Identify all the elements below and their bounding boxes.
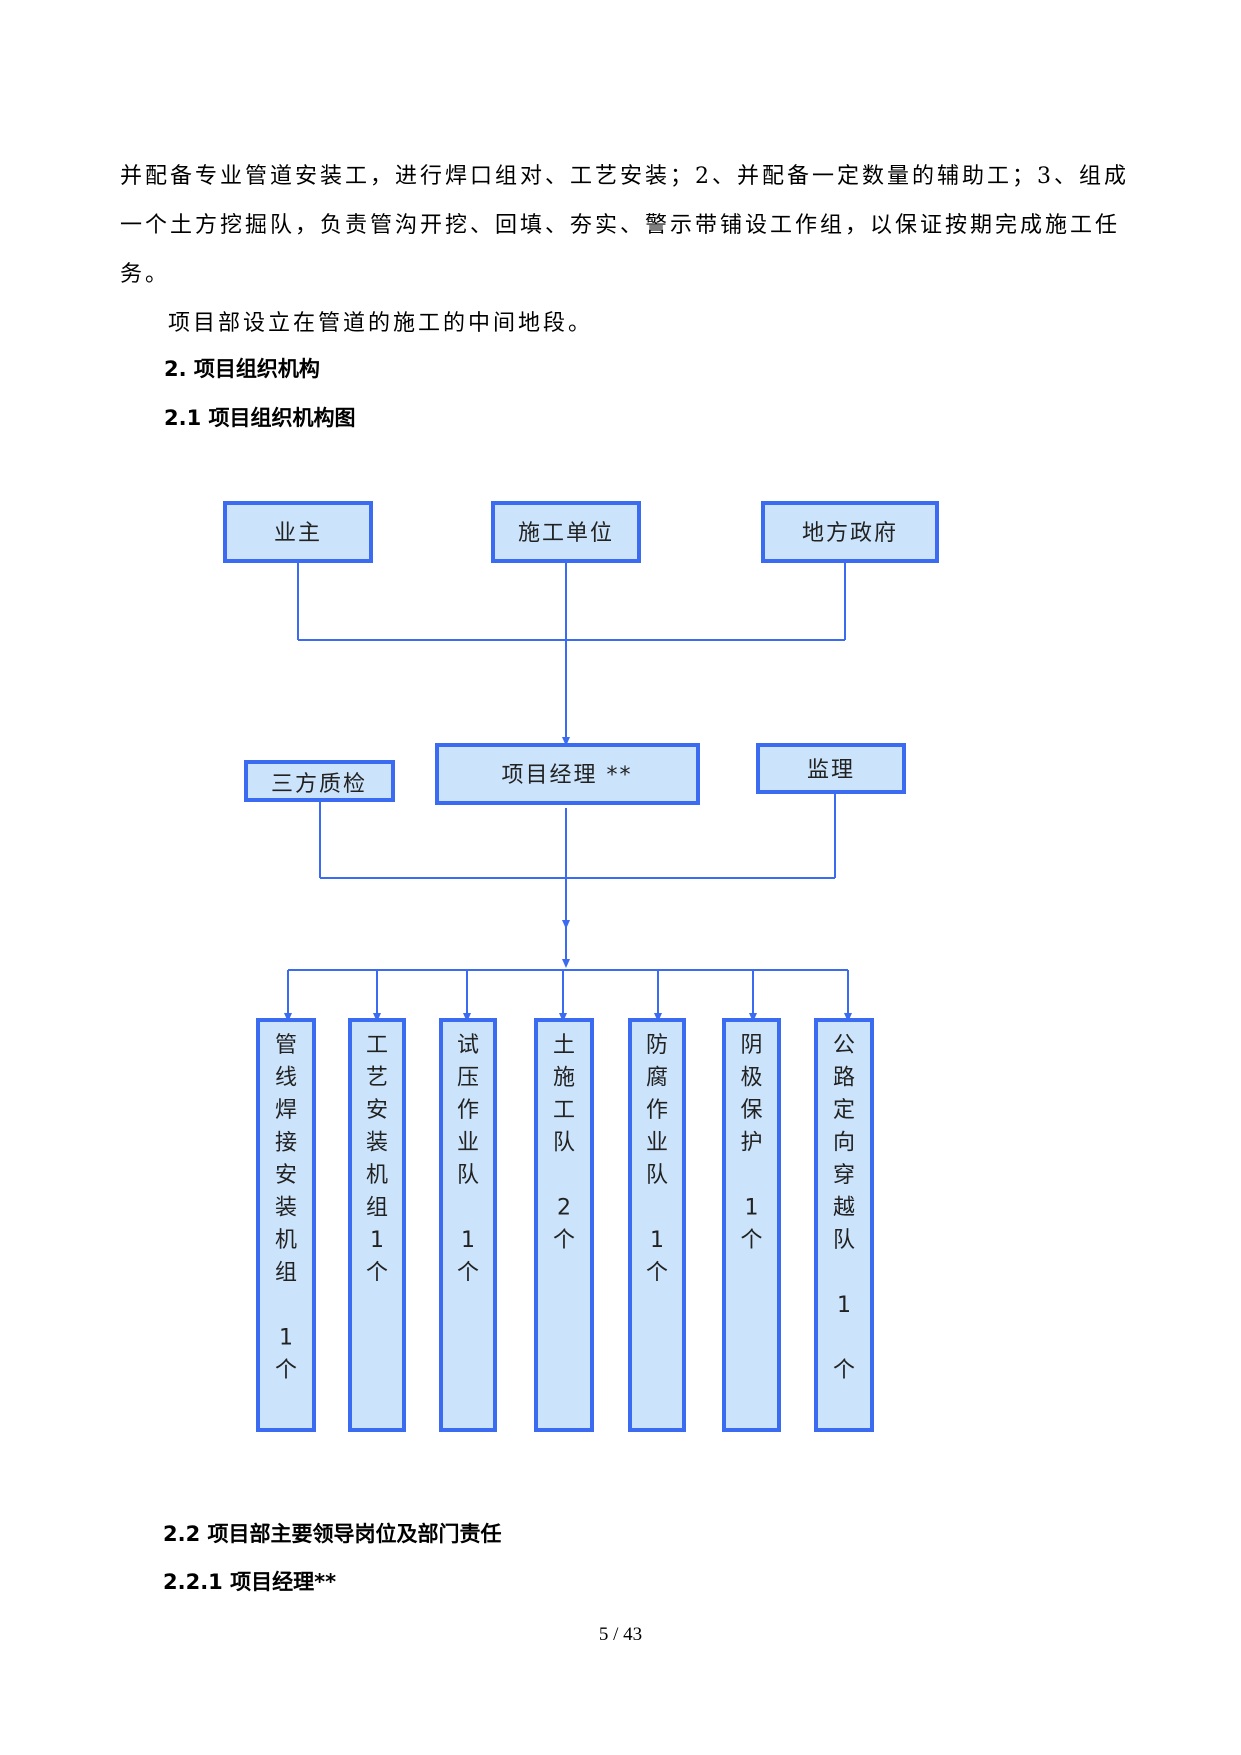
team-label-char: 1	[279, 1326, 293, 1351]
team-label-char: 保	[740, 1098, 762, 1123]
team-label-char: 1	[461, 1228, 475, 1253]
section-2-2-1-heading: 2.2.1 项目经理**	[163, 1570, 337, 1594]
team-label-char: 个	[646, 1261, 668, 1286]
team-label-char: 1	[745, 1196, 759, 1221]
team-label-char: 焊	[275, 1098, 297, 1123]
section-2-1-heading: 2.1 项目组织机构图	[164, 406, 356, 430]
box-supervision-label: 监理	[807, 758, 855, 783]
intro-line-3: 务。	[120, 262, 171, 287]
team-label-char: 公	[833, 1033, 855, 1058]
intro-line-2: 一个土方挖掘队，负责管沟开挖、回填、夯实、警示带铺设工作组，以保证按期完成施工任	[120, 213, 1121, 238]
box-contractor-label: 施工单位	[518, 521, 614, 546]
team-label-char: 个	[553, 1228, 575, 1253]
page-number: 5 / 43	[598, 1624, 643, 1645]
team-label-char: 定	[833, 1098, 855, 1123]
section-2-heading: 2. 项目组织机构	[164, 357, 320, 381]
team-label-char: 阴	[740, 1033, 762, 1058]
team-label-char: 压	[457, 1066, 479, 1091]
team-label-char: 防	[646, 1033, 668, 1058]
middle-connectors	[319, 793, 836, 968]
box-third-party-inspection: 三方质检	[244, 760, 395, 802]
box-third-party-inspection-label: 三方质检	[271, 772, 367, 797]
team-label-char: 个	[366, 1261, 388, 1286]
team-label-char: 队	[646, 1163, 668, 1188]
team-label-char: 工	[366, 1033, 388, 1058]
box-project-manager-label: 项目经理 **	[502, 763, 633, 788]
team-label-char: 作	[646, 1098, 668, 1123]
team-label-char: 安	[366, 1098, 388, 1123]
team-label-char: 业	[646, 1131, 668, 1156]
team-label-char: 护	[740, 1131, 762, 1156]
box-local-government: 地方政府	[761, 501, 939, 563]
team-label-char: 装	[275, 1196, 297, 1221]
team-label-char: 路	[833, 1066, 855, 1091]
box-contractor: 施工单位	[491, 501, 641, 563]
team-label-char: 1	[650, 1228, 664, 1253]
team-label-char: 机	[366, 1163, 388, 1188]
team-label-char: 作	[457, 1098, 479, 1123]
box-supervision: 监理	[756, 743, 906, 794]
team-label-char: 极	[740, 1066, 762, 1091]
team-label-char: 1	[370, 1228, 384, 1253]
team-label-char: 穿	[833, 1163, 855, 1188]
team-label-char: 腐	[646, 1066, 668, 1091]
team-label-char: 管	[275, 1033, 297, 1058]
team-label-char: 土	[553, 1033, 575, 1058]
team-label-char: 艺	[366, 1066, 388, 1091]
team-label-char: 队	[833, 1228, 855, 1253]
team-label-char: 队	[553, 1131, 575, 1156]
top-connectors	[297, 562, 846, 746]
team-label-char: 安	[275, 1163, 297, 1188]
team-label-char: 机	[275, 1228, 297, 1253]
box-local-government-label: 地方政府	[802, 521, 898, 546]
team-label-char: 工	[553, 1098, 575, 1123]
team-label-char: 线	[275, 1066, 297, 1091]
team-label-char: 向	[833, 1131, 855, 1156]
intro-line-1: 并配备专业管道安装工，进行焊口组对、工艺安装；2、并配备一定数量的辅助工；3、组…	[120, 164, 1129, 189]
box-project-manager: 项目经理 **	[435, 743, 700, 805]
team-label-char: 试	[457, 1033, 479, 1058]
team-label-char: 2	[557, 1196, 571, 1221]
team-label-char: 业	[457, 1131, 479, 1156]
team-label-char: 组	[275, 1261, 297, 1286]
team-label-char: 个	[275, 1358, 297, 1383]
box-owner: 业主	[223, 501, 373, 563]
team-label-char: 个	[457, 1261, 479, 1286]
team-boxes: 管线焊接安装机组1个工艺安装机组1个试压作业队1个土施工队2个防腐作业队1个阴极…	[256, 1018, 874, 1432]
team-label-char: 施	[553, 1066, 575, 1091]
team-label-char: 组	[366, 1196, 388, 1221]
team-label-char: 1	[837, 1293, 851, 1318]
team-label-char: 越	[833, 1196, 855, 1221]
team-label-char: 个	[740, 1228, 762, 1253]
team-label-char: 队	[457, 1163, 479, 1188]
team-label-char: 个	[833, 1358, 855, 1383]
intro-line-4: 项目部设立在管道的施工的中间地段。	[168, 311, 594, 336]
team-label-char: 接	[275, 1131, 297, 1156]
team-bus	[284, 969, 852, 1022]
box-owner-label: 业主	[274, 521, 322, 546]
section-2-2-heading: 2.2 项目部主要领导岗位及部门责任	[163, 1522, 502, 1546]
team-label-char: 装	[366, 1131, 388, 1156]
